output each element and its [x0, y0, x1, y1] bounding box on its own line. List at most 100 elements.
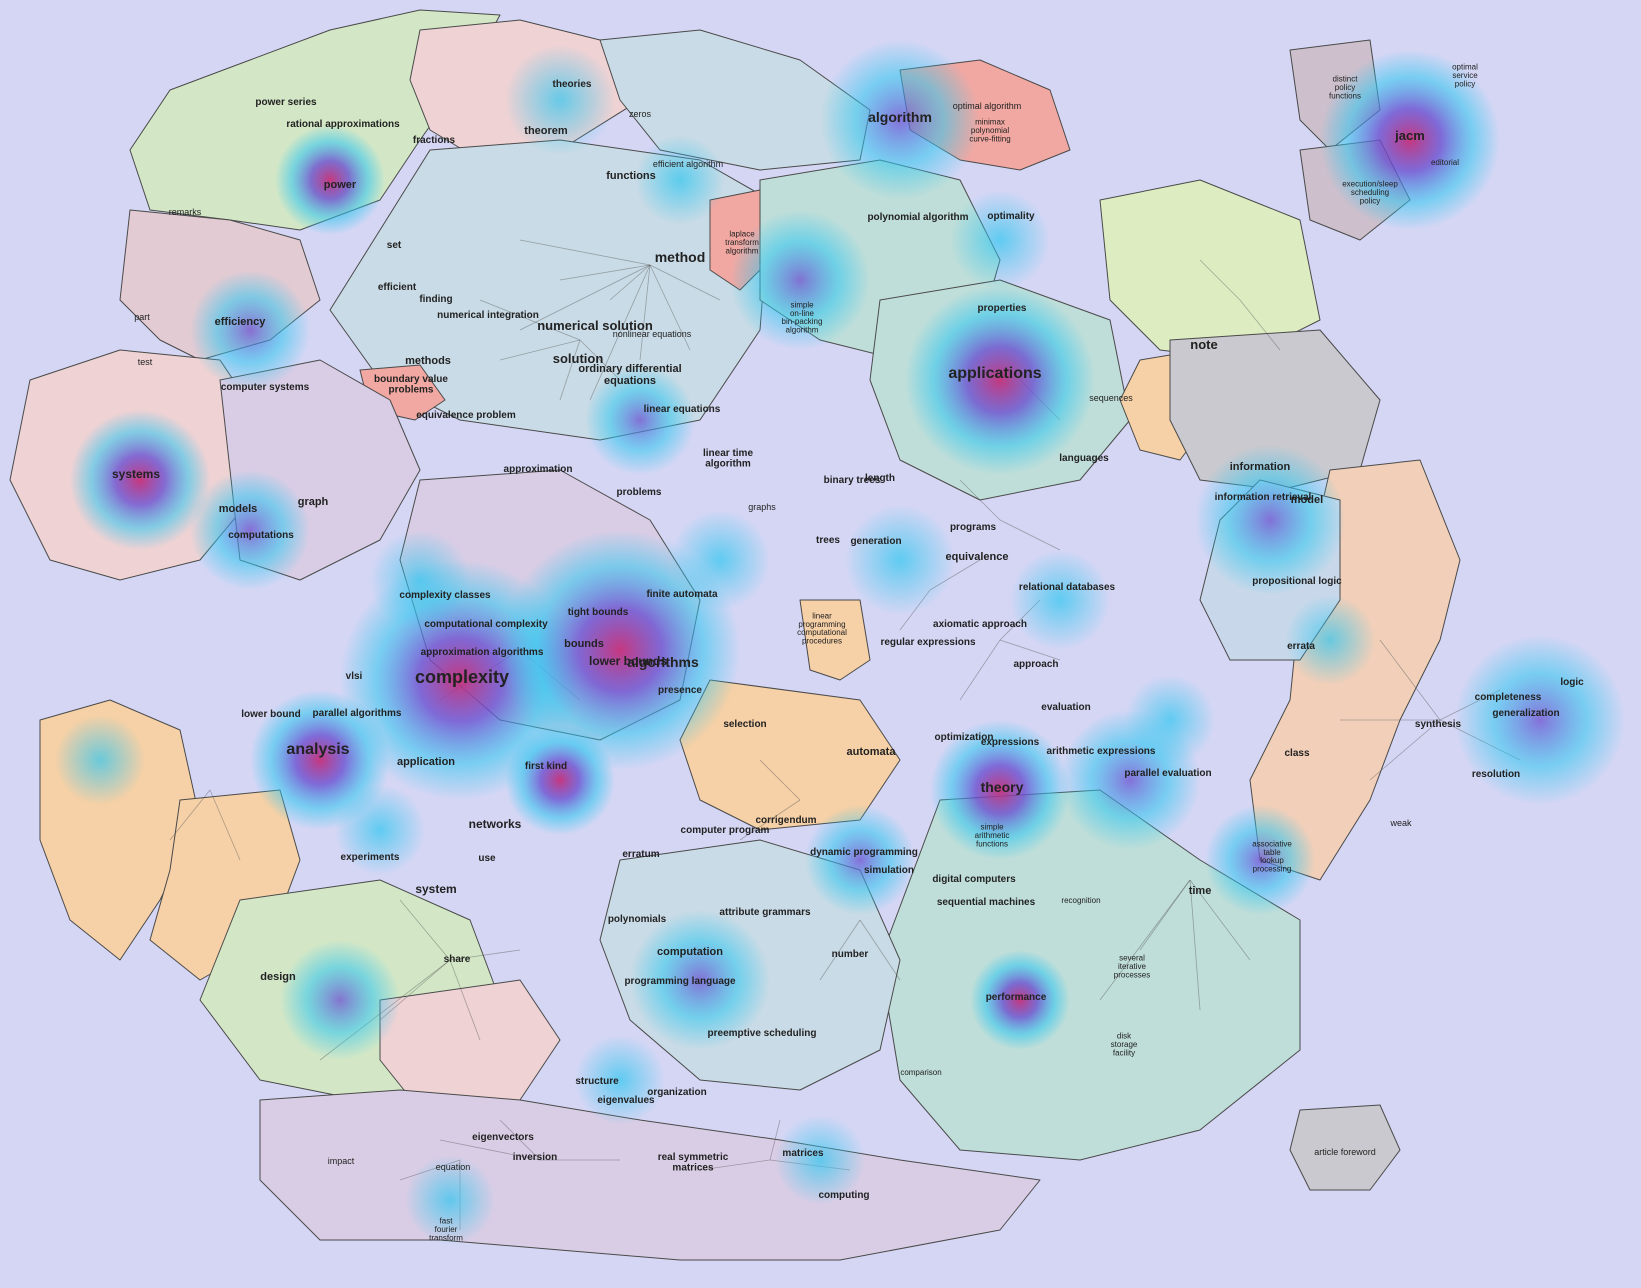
keyword-label[interactable]: optimal algorithm — [953, 101, 1022, 111]
keyword-label[interactable]: tight bounds — [568, 607, 629, 618]
keyword-label[interactable]: propositional logic — [1252, 576, 1342, 587]
keyword-label[interactable]: applications — [948, 365, 1041, 382]
keyword-label[interactable]: dynamic programming — [810, 847, 918, 858]
keyword-label[interactable]: eigenvectors — [472, 1132, 534, 1143]
keyword-label[interactable]: equivalence problem — [416, 410, 516, 421]
keyword-label[interactable]: computational complexity — [424, 619, 548, 630]
keyword-label[interactable]: jacm — [1394, 128, 1425, 143]
keyword-label[interactable]: organization — [647, 1087, 706, 1098]
keyword-label[interactable]: impact — [328, 1156, 355, 1166]
keyword-label[interactable]: design — [260, 971, 296, 983]
keyword-label[interactable]: application — [397, 756, 455, 768]
keyword-label[interactable]: parallel evaluation — [1124, 768, 1211, 779]
keyword-label[interactable]: zeros — [629, 109, 652, 119]
keyword-label[interactable]: weak — [1389, 818, 1412, 828]
keyword-label[interactable]: numerical solution — [537, 318, 653, 333]
keyword-label[interactable]: erratum — [622, 849, 659, 860]
keyword-label[interactable]: test — [138, 357, 153, 367]
keyword-label[interactable]: inversion — [513, 1152, 557, 1163]
keyword-label[interactable]: computation — [657, 946, 723, 958]
keyword-label[interactable]: nonlinear equations — [613, 329, 692, 339]
keyword-label[interactable]: programs — [950, 522, 997, 533]
keyword-label[interactable]: eigenvalues — [597, 1095, 655, 1106]
keyword-label[interactable]: properties — [978, 303, 1027, 314]
keyword-label[interactable]: automata — [847, 746, 897, 758]
keyword-label[interactable]: corrigendum — [755, 815, 816, 826]
keyword-label[interactable]: trees — [816, 535, 840, 546]
keyword-label[interactable]: system — [415, 882, 456, 896]
keyword-label[interactable]: theories — [553, 79, 592, 90]
keyword-label[interactable]: approach — [1013, 659, 1058, 670]
keyword-label[interactable]: sequential machines — [937, 897, 1036, 908]
keyword-label[interactable]: numerical integration — [437, 310, 539, 321]
keyword-label[interactable]: solution — [553, 351, 604, 366]
keyword-label[interactable]: power series — [255, 97, 317, 108]
keyword-label[interactable]: evaluation — [1041, 702, 1090, 713]
keyword-label[interactable]: information — [1230, 461, 1291, 473]
keyword-label[interactable]: class — [1284, 748, 1309, 759]
keyword-label[interactable]: time — [1189, 885, 1212, 897]
keyword-label[interactable]: preemptive scheduling — [708, 1028, 817, 1039]
keyword-label[interactable]: fractions — [413, 135, 456, 146]
keyword-label[interactable]: efficient algorithm — [653, 159, 723, 169]
keyword-label[interactable]: presence — [658, 685, 702, 696]
keyword-label[interactable]: bounds — [564, 638, 604, 650]
keyword-label[interactable]: part — [134, 312, 150, 322]
keyword-label[interactable]: efficient — [378, 282, 417, 293]
keyword-label[interactable]: errata — [1287, 641, 1315, 652]
keyword-label[interactable]: equivalence — [946, 551, 1009, 563]
keyword-label[interactable]: rational approximations — [286, 119, 400, 130]
keyword-label[interactable]: computer program — [681, 825, 770, 836]
keyword-label[interactable]: algorithms — [627, 654, 699, 670]
keyword-label[interactable]: computer systems — [221, 382, 310, 393]
keyword-label[interactable]: optimality — [987, 211, 1035, 222]
keyword-label[interactable]: axiomatic approach — [933, 619, 1027, 630]
keyword-label[interactable]: analysis — [286, 741, 349, 758]
keyword-label[interactable]: theory — [981, 779, 1024, 795]
keyword-label[interactable]: synthesis — [1415, 719, 1462, 730]
keyword-label[interactable]: structure — [575, 1076, 619, 1087]
keyword-label[interactable]: experiments — [341, 852, 400, 863]
keyword-label[interactable]: selection — [723, 719, 766, 730]
keyword-label[interactable]: finite automata — [646, 589, 718, 600]
keyword-label[interactable]: set — [387, 240, 402, 251]
keyword-label[interactable]: length — [865, 473, 895, 484]
keyword-label[interactable]: expressions — [981, 737, 1040, 748]
keyword-label[interactable]: sequences — [1089, 393, 1133, 403]
keyword-label[interactable]: relational databases — [1019, 582, 1116, 593]
keyword-label[interactable]: complexity — [415, 667, 509, 687]
keyword-label[interactable]: lower bound — [241, 709, 300, 720]
keyword-label[interactable]: finding — [419, 294, 452, 305]
keyword-label[interactable]: algorithm — [868, 109, 932, 125]
keyword-label[interactable]: methods — [405, 355, 451, 367]
keyword-label[interactable]: graphs — [748, 502, 776, 512]
keyword-label[interactable]: remarks — [169, 207, 202, 217]
keyword-label[interactable]: article foreword — [1314, 1147, 1376, 1157]
keyword-label[interactable]: lower bounds — [589, 654, 667, 668]
keyword-label[interactable]: matrices — [782, 1148, 824, 1159]
keyword-label[interactable]: efficiency — [215, 316, 267, 328]
keyword-label[interactable]: generation — [850, 536, 901, 547]
keyword-label[interactable]: linear equations — [644, 404, 721, 415]
keyword-label[interactable]: resolution — [1472, 769, 1520, 780]
keyword-label[interactable]: regular expressions — [880, 637, 975, 648]
keyword-label[interactable]: information retrieval — [1215, 492, 1312, 503]
keyword-label[interactable]: generalization — [1492, 708, 1559, 719]
keyword-label[interactable]: first kind — [525, 761, 567, 772]
keyword-label[interactable]: vlsi — [346, 671, 363, 682]
keyword-label[interactable]: attribute grammars — [719, 907, 811, 918]
keyword-label[interactable]: power — [324, 179, 357, 191]
keyword-label[interactable]: networks — [469, 817, 522, 831]
keyword-label[interactable]: programming language — [624, 976, 736, 987]
keyword-label[interactable]: editorial — [1431, 158, 1459, 167]
